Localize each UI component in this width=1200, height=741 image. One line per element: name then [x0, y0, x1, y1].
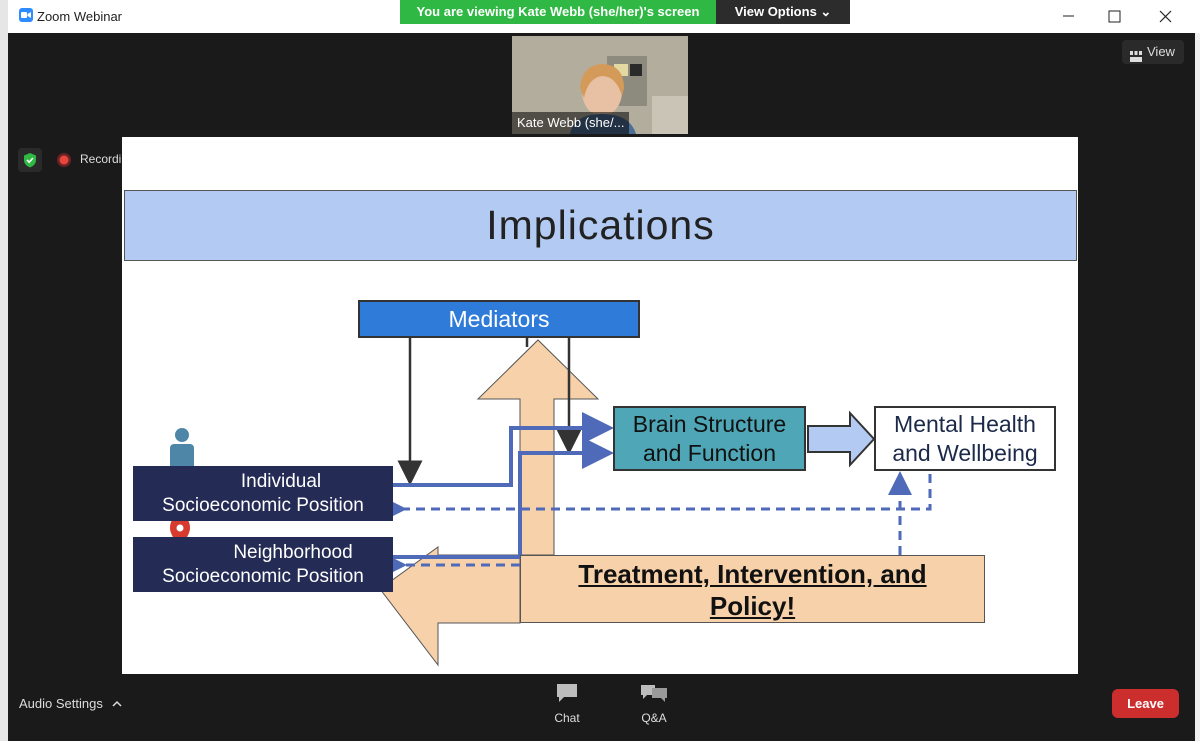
participant-video[interactable]: Kate Webb (she/...	[512, 36, 688, 134]
slide-title: Implications	[486, 202, 715, 248]
chat-button[interactable]: Chat	[537, 682, 597, 725]
brain-line1: Brain Structure	[632, 411, 787, 437]
treatment-box: Treatment, Intervention, and Policy!	[520, 555, 985, 623]
neighborhood-line1: Neighborhood	[233, 542, 353, 563]
recording-label: Recordi	[80, 152, 122, 166]
view-options-button[interactable]: View Options ⌄	[716, 0, 850, 24]
chat-icon	[555, 684, 579, 707]
window-title: Zoom Webinar	[37, 9, 123, 24]
mental-line2: and Wellbeing	[892, 440, 1038, 466]
chat-label: Chat	[554, 711, 580, 725]
mediators-box: Mediators	[358, 300, 640, 338]
maximize-button[interactable]	[1091, 0, 1137, 33]
minimize-button[interactable]	[1045, 0, 1091, 33]
leave-button[interactable]: Leave	[1112, 689, 1179, 718]
brain-line2: and Function	[643, 440, 776, 466]
audio-settings-button[interactable]: Audio Settings	[19, 696, 122, 711]
neighborhood-sep-box: Neighborhood Socioeconomic Position	[133, 537, 393, 592]
qa-label: Q&A	[641, 711, 667, 725]
shared-slide: Implications	[122, 137, 1078, 674]
view-layout-button[interactable]: View	[1122, 40, 1184, 64]
meeting-controls-bar	[8, 674, 1195, 741]
neighborhood-line2: Socioeconomic Position	[162, 566, 364, 587]
security-shield-icon[interactable]	[18, 148, 42, 177]
audio-settings-label: Audio Settings	[19, 696, 103, 711]
qa-button[interactable]: Q&A	[624, 682, 684, 725]
brain-structure-box: Brain Structure and Function	[613, 406, 806, 471]
chevron-up-icon	[112, 696, 122, 711]
window-left-edge	[0, 0, 8, 741]
individual-sep-box: Individual Socioeconomic Position	[133, 466, 393, 521]
mental-health-box: Mental Health and Wellbeing	[874, 406, 1056, 471]
treatment-line2: Policy!	[709, 591, 796, 621]
window-right-edge	[1195, 33, 1200, 741]
close-button[interactable]	[1142, 0, 1188, 33]
recording-dot-icon	[56, 152, 72, 173]
qa-icon	[640, 685, 668, 707]
grid-icon	[1130, 46, 1142, 70]
zoom-logo-icon	[19, 8, 33, 22]
individual-line1: Individual	[240, 471, 322, 492]
participant-name: Kate Webb (she/...	[512, 112, 630, 134]
slide-title-bar: Implications	[124, 190, 1077, 261]
individual-line2: Socioeconomic Position	[162, 495, 364, 516]
screen-share-banner: You are viewing Kate Webb (she/her)'s sc…	[400, 0, 716, 24]
recording-indicator: Recordi	[18, 148, 128, 172]
view-label: View	[1147, 44, 1175, 59]
mental-line1: Mental Health	[894, 411, 1036, 437]
treatment-line1: Treatment, Intervention, and	[578, 559, 927, 589]
